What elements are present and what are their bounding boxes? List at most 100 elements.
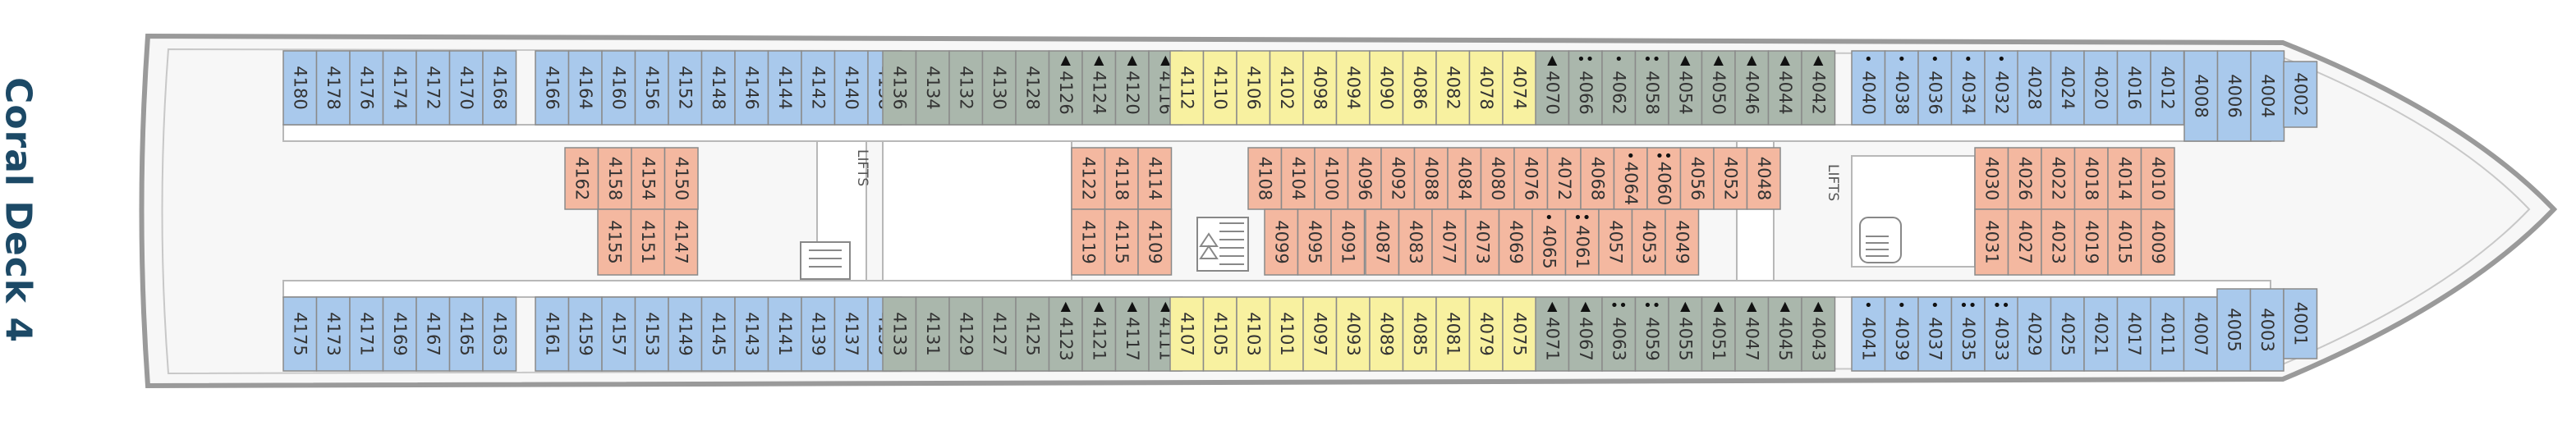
cabin-4085[interactable]: 4085 <box>1402 296 1437 372</box>
cabin-4132[interactable]: 4132 <box>948 50 984 126</box>
cabin-4162[interactable]: 4162 <box>564 147 599 210</box>
cabin-4075[interactable]: 4075 <box>1502 296 1537 372</box>
cabin-4096[interactable]: 4096 <box>1347 147 1382 210</box>
cabin-4015[interactable]: 4015 <box>2107 208 2142 276</box>
cabin-4173[interactable]: 4173 <box>315 296 351 372</box>
cabin-4067[interactable]: 4067▲ <box>1568 296 1603 372</box>
cabin-4004[interactable]: 4004 <box>2250 50 2285 142</box>
cabin-4090[interactable]: 4090 <box>1369 50 1404 126</box>
cabin-4055[interactable]: 4055▲ <box>1668 296 1703 372</box>
cabin-4033[interactable]: 4033•• <box>1984 296 2019 372</box>
cabin-4115[interactable]: 4115 <box>1104 208 1139 276</box>
cabin-4114[interactable]: 4114 <box>1137 147 1173 210</box>
cabin-4052[interactable]: 4052 <box>1713 147 1748 210</box>
cabin-4109[interactable]: 4109 <box>1137 208 1173 276</box>
cabin-4062[interactable]: 4062• <box>1601 50 1637 126</box>
cabin-4088[interactable]: 4088 <box>1413 147 1449 210</box>
cabin-4047[interactable]: 4047▲ <box>1734 296 1770 372</box>
cabin-4170[interactable]: 4170 <box>448 50 484 126</box>
cabin-4119[interactable]: 4119 <box>1071 208 1106 276</box>
cabin-4157[interactable]: 4157 <box>601 296 636 372</box>
cabin-4045[interactable]: 4045▲ <box>1767 296 1802 372</box>
cabin-4043[interactable]: 4043▲ <box>1801 296 1836 372</box>
cabin-4175[interactable]: 4175 <box>282 296 318 372</box>
cabin-4031[interactable]: 4031 <box>1974 208 2009 276</box>
cabin-4084[interactable]: 4084 <box>1447 147 1482 210</box>
cabin-4089[interactable]: 4089 <box>1369 296 1404 372</box>
cabin-4022[interactable]: 4022 <box>2041 147 2076 210</box>
cabin-4034[interactable]: 4034• <box>1950 50 1986 126</box>
cabin-4072[interactable]: 4072 <box>1546 147 1582 210</box>
cabin-4130[interactable]: 4130 <box>981 50 1017 126</box>
cabin-4071[interactable]: 4071▲ <box>1535 296 1570 372</box>
cabin-4082[interactable]: 4082 <box>1435 50 1471 126</box>
cabin-4120[interactable]: 4120▲ <box>1114 50 1150 126</box>
cabin-4102[interactable]: 4102 <box>1269 50 1304 126</box>
cabin-4042[interactable]: 4042▲ <box>1801 50 1836 126</box>
cabin-4097[interactable]: 4097 <box>1302 296 1338 372</box>
cabin-4005[interactable]: 4005 <box>2216 288 2252 372</box>
cabin-4107[interactable]: 4107 <box>1169 296 1205 372</box>
cabin-4128[interactable]: 4128 <box>1015 50 1050 126</box>
cabin-4153[interactable]: 4153 <box>634 296 669 372</box>
cabin-4080[interactable]: 4080 <box>1480 147 1515 210</box>
cabin-4028[interactable]: 4028 <box>2017 50 2052 126</box>
cabin-4106[interactable]: 4106 <box>1236 50 1271 126</box>
cabin-4103[interactable]: 4103 <box>1236 296 1271 372</box>
cabin-4011[interactable]: 4011 <box>2150 296 2185 372</box>
cabin-4133[interactable]: 4133 <box>882 296 917 372</box>
cabin-4146[interactable]: 4146 <box>734 50 769 126</box>
cabin-4041[interactable]: 4041• <box>1851 296 1886 372</box>
cabin-4122[interactable]: 4122 <box>1071 147 1106 210</box>
cabin-4155[interactable]: 4155 <box>597 208 632 276</box>
cabin-4030[interactable]: 4030 <box>1974 147 2009 210</box>
cabin-4117[interactable]: 4117▲ <box>1114 296 1150 372</box>
cabin-4094[interactable]: 4094 <box>1335 50 1371 126</box>
cabin-4104[interactable]: 4104 <box>1280 147 1316 210</box>
cabin-4095[interactable]: 4095 <box>1297 208 1332 276</box>
cabin-4168[interactable]: 4168 <box>482 50 517 126</box>
cabin-4001[interactable]: 4001 <box>2283 288 2318 359</box>
cabin-4023[interactable]: 4023 <box>2041 208 2076 276</box>
cabin-4143[interactable]: 4143 <box>734 296 769 372</box>
cabin-4180[interactable]: 4180 <box>282 50 318 126</box>
cabin-4171[interactable]: 4171 <box>349 296 384 372</box>
cabin-4127[interactable]: 4127 <box>981 296 1017 372</box>
cabin-4020[interactable]: 4020 <box>2083 50 2119 126</box>
cabin-4078[interactable]: 4078 <box>1468 50 1504 126</box>
cabin-4008[interactable]: 4008 <box>2183 50 2219 142</box>
cabin-4178[interactable]: 4178 <box>315 50 351 126</box>
cabin-4093[interactable]: 4093 <box>1335 296 1371 372</box>
cabin-4037[interactable]: 4037• <box>1917 296 1953 372</box>
cabin-4124[interactable]: 4124▲ <box>1081 50 1117 126</box>
cabin-4035[interactable]: 4035•• <box>1950 296 1986 372</box>
cabin-4118[interactable]: 4118 <box>1104 147 1139 210</box>
cabin-4091[interactable]: 4091 <box>1330 208 1366 276</box>
cabin-4010[interactable]: 4010 <box>2140 147 2175 210</box>
cabin-4105[interactable]: 4105 <box>1202 296 1237 372</box>
cabin-4137[interactable]: 4137 <box>833 296 869 372</box>
cabin-4036[interactable]: 4036• <box>1917 50 1953 126</box>
cabin-4076[interactable]: 4076 <box>1513 147 1549 210</box>
cabin-4060[interactable]: 4060•• <box>1646 147 1682 210</box>
cabin-4054[interactable]: 4054▲ <box>1668 50 1703 126</box>
cabin-4145[interactable]: 4145 <box>700 296 736 372</box>
cabin-4110[interactable]: 4110 <box>1202 50 1237 126</box>
cabin-4165[interactable]: 4165 <box>448 296 484 372</box>
cabin-4136[interactable]: 4136 <box>882 50 917 126</box>
cabin-4123[interactable]: 4123▲ <box>1048 296 1083 372</box>
cabin-4057[interactable]: 4057 <box>1598 208 1633 276</box>
cabin-4086[interactable]: 4086 <box>1402 50 1437 126</box>
cabin-4009[interactable]: 4009 <box>2140 208 2175 276</box>
cabin-4149[interactable]: 4149 <box>668 296 703 372</box>
cabin-4158[interactable]: 4158 <box>597 147 632 210</box>
cabin-4016[interactable]: 4016 <box>2116 50 2151 126</box>
cabin-4070[interactable]: 4070▲ <box>1535 50 1570 126</box>
cabin-4083[interactable]: 4083 <box>1398 208 1433 276</box>
cabin-4163[interactable]: 4163 <box>482 296 517 372</box>
cabin-4087[interactable]: 4087 <box>1365 208 1400 276</box>
cabin-4006[interactable]: 4006 <box>2216 50 2252 142</box>
cabin-4032[interactable]: 4032• <box>1984 50 2019 126</box>
cabin-4160[interactable]: 4160 <box>601 50 636 126</box>
cabin-4139[interactable]: 4139 <box>801 296 836 372</box>
